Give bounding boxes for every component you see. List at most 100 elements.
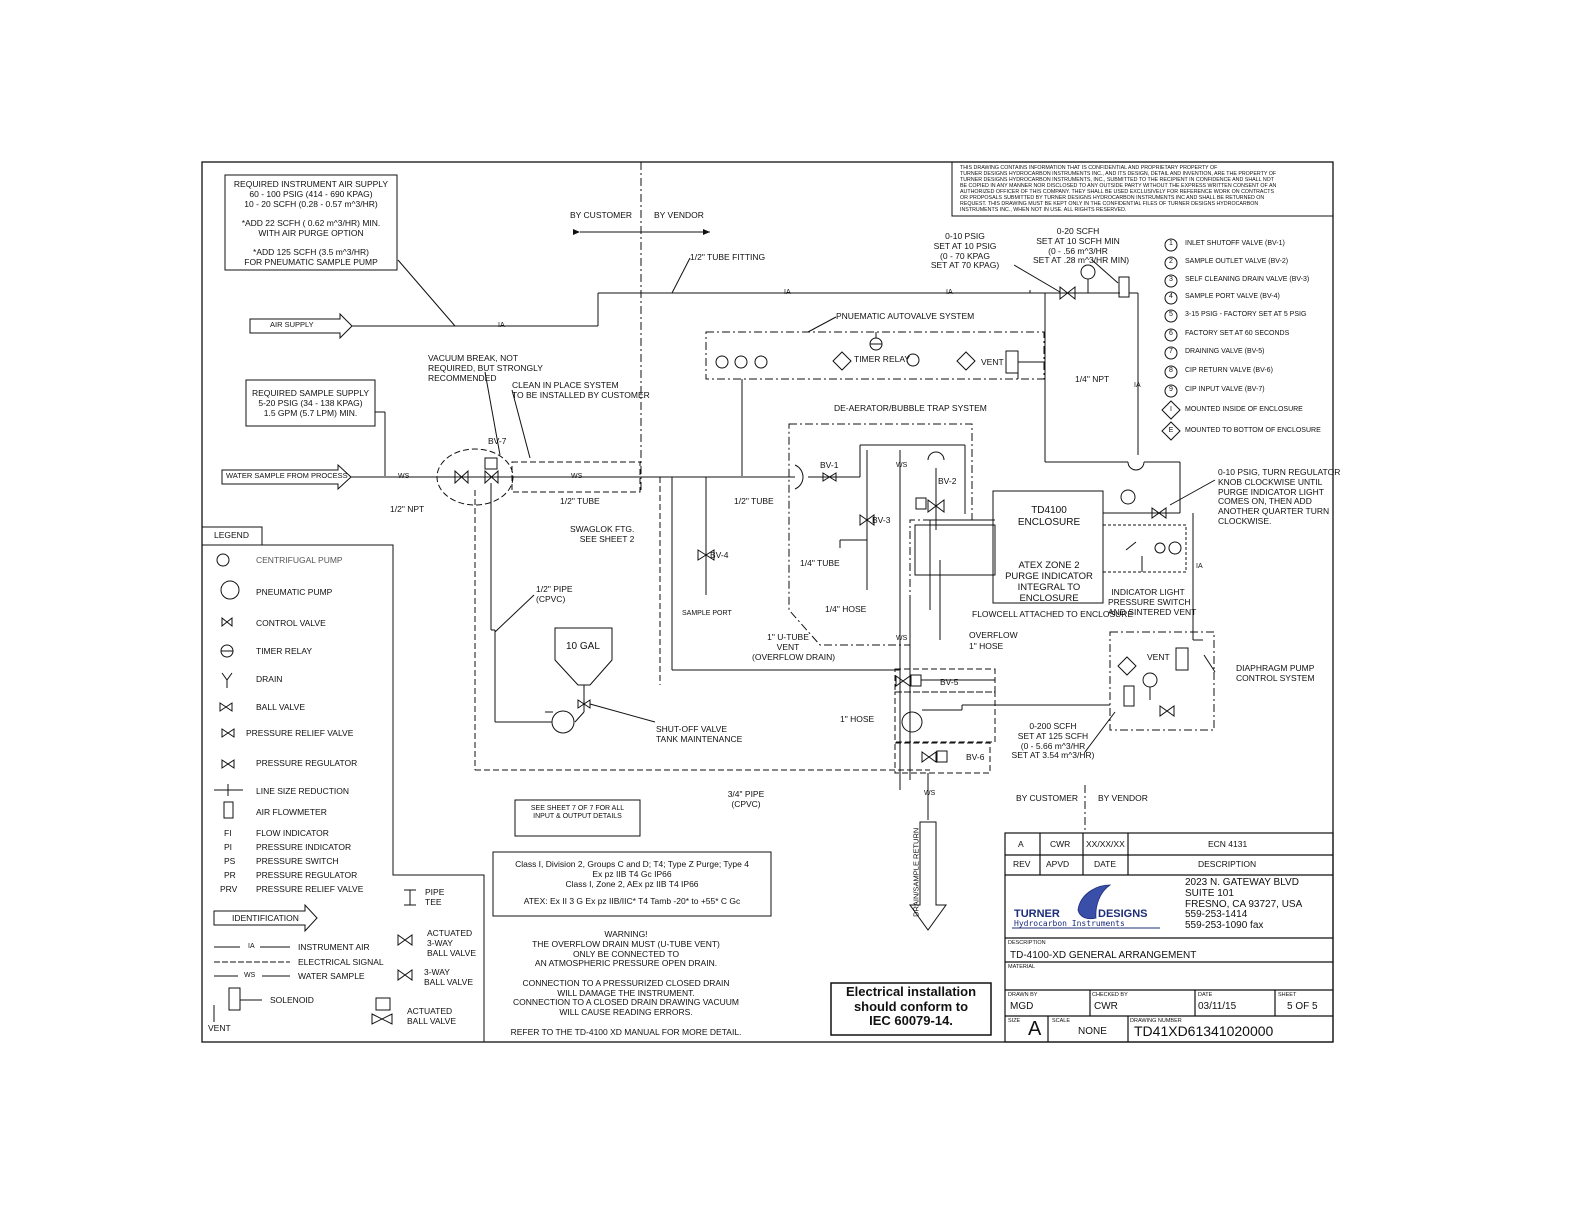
npt-half-label: 1/2" NPT	[390, 504, 425, 514]
legend-item: TIMER RELAY	[256, 646, 313, 656]
by-customer-top: BY CUSTOMER	[570, 210, 633, 220]
td4100-enclosure-title: TD4100 ENCLOSURE	[1017, 505, 1081, 528]
note-mark: 3	[1169, 276, 1173, 283]
atex-rating-text: ATEX: Ex II 3 G Ex pz IIB/IIC* T4 Tamb -…	[523, 896, 741, 906]
drawing-frame	[201, 161, 1334, 1043]
sample-supply-requirement: REQUIRED SAMPLE SUPPLY 5-20 PSIG (34 - 1…	[252, 388, 369, 418]
tb-sheet: 5 OF 5	[1287, 1001, 1318, 1012]
tb-header-rev: REV	[1013, 859, 1031, 869]
tb-header-description: DESCRIPTION	[1198, 859, 1257, 869]
legend-item: AIR FLOWMETER	[256, 807, 327, 817]
tb-date: 03/11/15	[1198, 1001, 1237, 1012]
legend-item: DRAIN	[256, 674, 283, 684]
ws-tag: WS	[924, 790, 936, 797]
tb-material-label: MATERIAL	[1008, 964, 1036, 970]
note-item: 3-15 PSIG - FACTORY SET AT 5 PSIG	[1185, 311, 1307, 318]
note-item: SAMPLE PORT VALVE (BV-4)	[1185, 293, 1280, 300]
legend-vent: VENT	[208, 1023, 231, 1033]
flowmeter-setting-2: 0-200 SCFH SET AT 125 SCFH (0 - 5.66 m^3…	[1011, 721, 1095, 761]
legend-item: PRESSURE SWITCH	[256, 856, 339, 866]
pipe-three-quarter-label: 3/4" PIPE (CPVC)	[727, 789, 765, 809]
bv5-label: BV-5	[940, 677, 959, 687]
tb-description: TD-4100-XD GENERAL ARRANGEMENT	[1010, 950, 1197, 961]
ia-tag: IA	[1196, 563, 1203, 570]
legend-item: LINE SIZE REDUCTION	[256, 786, 350, 796]
note-item: MOUNTED INSIDE OF ENCLOSURE	[1185, 406, 1303, 413]
ws-tag: WS	[896, 635, 908, 642]
deaerator-label: DE-AERATOR/BUBBLE TRAP SYSTEM	[834, 403, 987, 413]
tb-header-date: DATE	[1094, 859, 1117, 869]
air-supply-requirement: REQUIRED INSTRUMENT AIR SUPPLY 60 - 100 …	[233, 179, 389, 268]
note-mark: 8	[1169, 367, 1173, 374]
note-item: MOUNTED TO BOTTOM OF ENCLOSURE	[1185, 427, 1321, 434]
electrical-installation-note: Electrical installation should conform t…	[845, 984, 977, 1029]
legend-item: BALL VALVE	[256, 702, 305, 712]
diaphragm-pump-label: DIAPHRAGM PUMP CONTROL SYSTEM	[1236, 663, 1315, 683]
legend-item: PNEUMATIC PUMP	[256, 587, 333, 597]
note-item: SELF CLEANING DRAIN VALVE (BV-3)	[1185, 276, 1310, 283]
tb-scale: NONE	[1078, 1026, 1107, 1037]
confidential-notice: THIS DRAWING CONTAINS INFORMATION THAT I…	[960, 165, 1277, 213]
tb-rev-by: CWR	[1050, 839, 1071, 849]
air-supply-label: AIR SUPPLY	[270, 320, 314, 329]
hose-one-inch-label: 1" HOSE	[840, 714, 875, 724]
note-item: CIP RETURN VALVE (BV-6)	[1185, 367, 1273, 374]
tube-half-label-2: 1/2" TUBE	[734, 496, 774, 506]
legend-item: PRESSURE RELIEF VALVE	[246, 728, 354, 738]
tb-drawn: MGD	[1010, 1001, 1034, 1012]
legend-abbr: FI	[224, 828, 232, 838]
legend-solenoid: SOLENOID	[270, 995, 314, 1005]
ia-tag: IA	[498, 322, 505, 329]
flowcell-label: FLOWCELL ATTACHED TO ENCLOSURE	[972, 609, 1134, 619]
tb-description-label: DESCRIPTION	[1008, 940, 1046, 946]
legend-instrument-air: INSTRUMENT AIR	[298, 942, 370, 952]
hose-quarter-label: 1/4" HOSE	[825, 604, 867, 614]
ia-tag: IA	[1134, 382, 1141, 389]
note-item: INLET SHUTOFF VALVE (BV-1)	[1185, 240, 1285, 247]
legend-item: PRESSURE REGULATOR	[256, 870, 358, 880]
turn-regulator-note: 0-10 PSIG, TURN REGULATOR KNOB CLOCKWISE…	[1218, 467, 1341, 526]
pipe-half-label: 1/2" PIPE (CPVC)	[536, 584, 573, 604]
tb-ecn: ECN 4131	[1208, 839, 1248, 849]
ws-tag: WS	[896, 462, 908, 469]
note-mark: 4	[1169, 293, 1173, 300]
vent-label: VENT	[1147, 652, 1170, 662]
tb-sheet-label: SHEET	[1278, 992, 1297, 998]
hazardous-class-text: Class I, Division 2, Groups C and D; T4;…	[515, 859, 749, 889]
note-mark: E	[1168, 427, 1174, 434]
legend-actuated-3way: ACTUATED 3-WAY BALL VALVE	[427, 928, 476, 958]
legend-item: PRESSURE RELIEF VALVE	[256, 884, 364, 894]
tank-volume-label: 10 GAL	[566, 641, 600, 652]
ia-tag: IA	[784, 289, 791, 296]
note-item: FACTORY SET AT 60 SECONDS	[1185, 330, 1290, 337]
by-vendor-bottom: BY VENDOR	[1098, 793, 1148, 803]
note-mark: 5	[1169, 311, 1173, 318]
legend-abbr: PRV	[220, 884, 238, 894]
tube-half-label-1: 1/2" TUBE	[560, 496, 600, 506]
bv6-label: BV-6	[966, 752, 985, 762]
shutoff-valve-label: SHUT-OFF VALVE TANK MAINTENANCE	[656, 724, 743, 744]
vacuum-break-label: VACUUM BREAK, NOT REQUIRED, BUT STRONGLY…	[428, 353, 543, 383]
tb-size: A	[1028, 1018, 1042, 1040]
identification-label: IDENTIFICATION	[232, 913, 299, 923]
pneumatic-autovalve-label: PNUEMATIC AUTOVALVE SYSTEM	[836, 311, 975, 321]
bv4-label: BV-4	[710, 550, 729, 560]
legend-item: CONTROL VALVE	[256, 618, 326, 628]
note-mark: 6	[1169, 330, 1173, 337]
logo-subtitle: Hydrocarbon Instruments	[1014, 919, 1125, 928]
ws-tag: WS	[398, 473, 410, 480]
tb-drawn-label: DRAWN BY	[1008, 992, 1038, 998]
legend-item: PRESSURE REGULATOR	[256, 758, 358, 768]
by-customer-bottom: BY CUSTOMER	[1016, 793, 1079, 803]
ws-tag: WS	[571, 473, 583, 480]
logo-turner: TURNER	[1014, 908, 1060, 920]
tb-drawing-number: TD41XD61341020000	[1134, 1023, 1274, 1039]
note-mark: 9	[1169, 386, 1173, 393]
timer-relay-label: TIMER RELAY	[854, 354, 911, 364]
legend-title: LEGEND	[214, 530, 249, 540]
legend-item: FLOW INDICATOR	[256, 828, 329, 838]
sample-port-label: SAMPLE PORT	[682, 610, 732, 617]
overflow-warning: WARNING! THE OVERFLOW DRAIN MUST (U-TUBE…	[510, 929, 742, 1037]
note-mark: 2	[1169, 258, 1173, 265]
